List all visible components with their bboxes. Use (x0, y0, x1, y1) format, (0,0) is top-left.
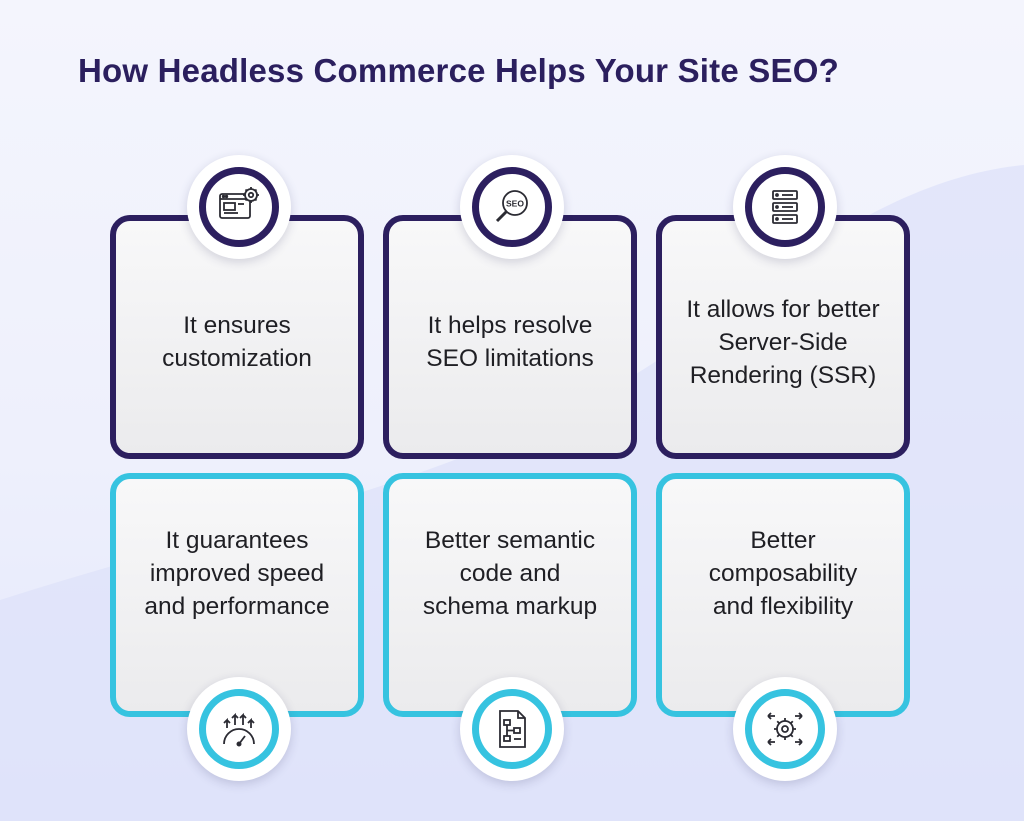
seo-magnifier-icon: SEO (495, 190, 528, 223)
card-text: It allows for better Server-Side Renderi… (686, 295, 880, 389)
badge-customization (187, 155, 291, 259)
badge-composability (733, 677, 837, 781)
card-text: It guarantees improved speed and perform… (144, 526, 330, 620)
card-text: It helps resolve SEO limitations (426, 312, 594, 372)
speed-gauge-icon (223, 712, 255, 747)
badge-seo: SEO (460, 155, 564, 259)
composability-gear-icon (767, 712, 803, 746)
badge-schema (460, 677, 564, 781)
badge-ssr (733, 155, 837, 259)
page-title: How Headless Commerce Helps Your Site SE… (78, 52, 839, 89)
server-rack-icon (772, 190, 798, 224)
badge-speed (187, 677, 291, 781)
card-text: Better composability and flexibility (708, 526, 858, 620)
card-text: Better semantic code and schema markup (422, 526, 598, 620)
card-speed-performance: It guarantees improved speed and perform… (110, 473, 364, 717)
card-composability: Better composability and flexibility (656, 473, 910, 717)
browser-settings-icon (219, 187, 259, 219)
schema-document-icon (499, 710, 526, 748)
card-text: It ensures customization (162, 312, 312, 372)
card-semantic-schema: Better semantic code and schema markup (383, 473, 637, 717)
seo-label: SEO (506, 199, 524, 209)
